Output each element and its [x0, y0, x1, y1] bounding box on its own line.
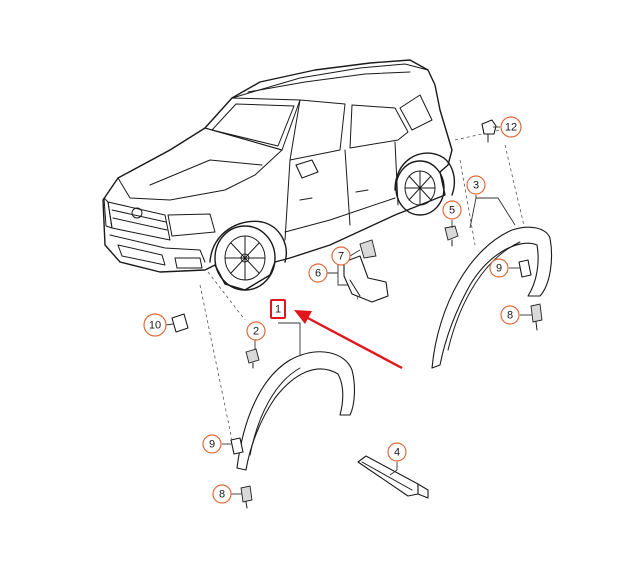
callout-8-rear: 8 — [500, 305, 520, 325]
clip-part-10 — [171, 313, 189, 333]
callout-label: 8 — [507, 310, 513, 322]
screw-part-2 — [245, 348, 260, 369]
callout-label: 1 — [275, 304, 281, 316]
callout-9-front: 9 — [202, 434, 222, 454]
vehicle-illustration — [102, 59, 456, 291]
callout-3: 3 — [466, 175, 486, 195]
callout-label: 6 — [315, 268, 321, 280]
callout-label: 10 — [149, 320, 161, 332]
callout-9-rear: 9 — [489, 258, 509, 278]
callout-10: 10 — [143, 313, 167, 337]
callout-6: 6 — [308, 263, 328, 283]
callout-12: 12 — [500, 116, 522, 138]
rear-arch-trim — [431, 226, 553, 369]
callout-label: 9 — [209, 439, 215, 451]
callout-label: 12 — [505, 122, 517, 134]
callout-1-highlighted: 1 — [270, 299, 286, 319]
nut-part-9-rear — [518, 259, 532, 278]
callout-2: 2 — [246, 321, 266, 341]
callout-5: 5 — [442, 200, 462, 220]
callout-8-front: 8 — [212, 484, 232, 504]
nut-part-9-front — [230, 437, 244, 455]
front-arch-trim — [236, 351, 355, 471]
screw-part-8-front — [240, 485, 253, 509]
callout-label: 8 — [219, 489, 225, 501]
screw-part-5 — [444, 225, 459, 247]
pointer-arrow — [294, 310, 403, 370]
clip-part-12 — [481, 119, 497, 143]
leader-lines — [165, 126, 532, 495]
callout-7: 7 — [331, 246, 351, 266]
callout-4: 4 — [387, 442, 407, 462]
screw-part-8-rear — [530, 303, 543, 331]
callout-label: 5 — [449, 205, 455, 217]
callout-label: 9 — [496, 263, 502, 275]
tube-part-4 — [357, 455, 429, 499]
callout-label: 2 — [253, 326, 259, 338]
callout-label: 7 — [338, 251, 344, 263]
callout-label: 4 — [394, 447, 400, 459]
bracket-part-6-7 — [343, 239, 389, 303]
callout-label: 3 — [473, 180, 479, 192]
